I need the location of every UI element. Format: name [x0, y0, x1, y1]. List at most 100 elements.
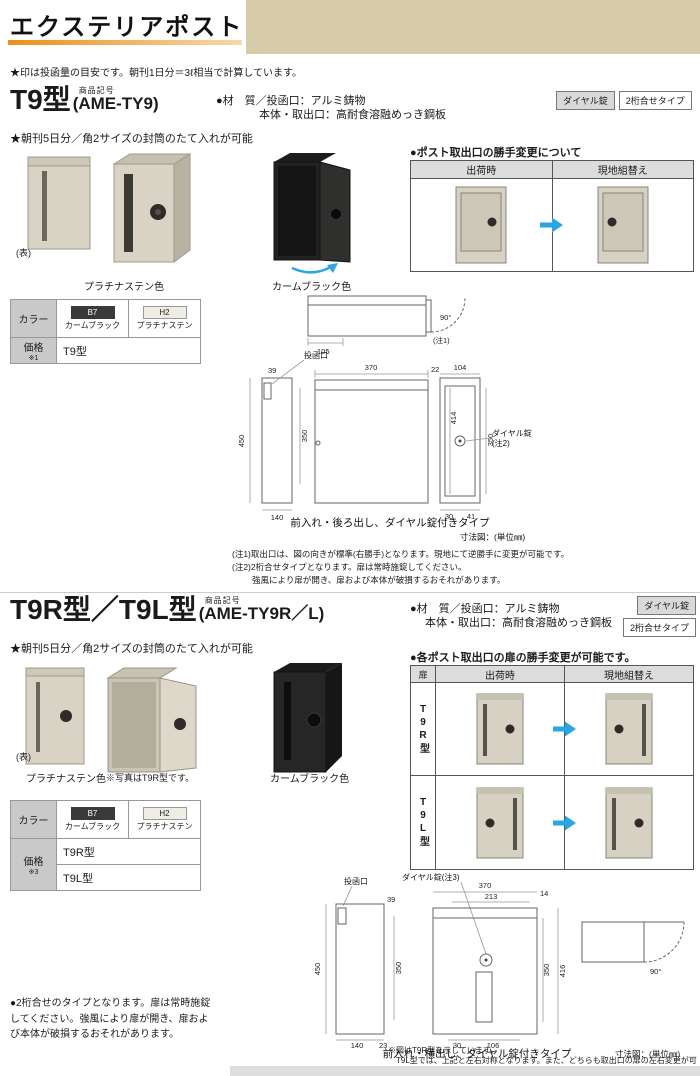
- t9rl-feature-note: ★朝刊5日分／角2サイズの封筒のたて入れが可能: [10, 643, 253, 655]
- t9rl-front-view: ダイヤル錠(注3) 370 213 14 350 416 30 106: [402, 872, 567, 1050]
- t9rl-material-line2: 本体・取出口：高耐食溶融めっき鋼板: [425, 617, 612, 629]
- t9-handing-title: ●ポスト取出口の勝手変更について: [410, 147, 582, 159]
- t9-price-label: 価格: [23, 343, 44, 354]
- t9-dim-104: 104: [454, 363, 467, 372]
- t9-color-label-platinum: プラチナステン色: [84, 282, 164, 293]
- t9rl-color-name-b7: カームブラック: [64, 822, 121, 831]
- t9-color-label-black: カームブラック色: [272, 282, 352, 293]
- t9rl-dim-416: 416: [558, 965, 567, 978]
- t9rl-handing-row-t9r: T9R型: [411, 683, 693, 776]
- swap-arrow-icon: [553, 721, 576, 737]
- door-swing-arrow-icon: [291, 263, 338, 274]
- t9rl-price-header: 価格 ※3: [10, 838, 57, 891]
- t9-handing-img-onsite: [551, 179, 694, 271]
- t9-dim-90deg: 90°: [440, 313, 451, 322]
- t9-title: T9型: [10, 84, 71, 115]
- t9rl-tags: ダイヤル錠 2桁合せタイプ: [616, 596, 696, 637]
- t9-note1-ref: (注1): [433, 335, 450, 345]
- t9rl-dim-140: 140: [351, 1041, 364, 1050]
- t9rl-footnote-1: ※図はT9R型を示しています。: [388, 1046, 499, 1055]
- section-divider: [0, 592, 700, 593]
- t9-note-1: (注1)取出口は、図の向きが標準(右勝手)となります。現地にて逆勝手に変更が可能…: [232, 549, 570, 559]
- t9-dim-30: 30: [445, 512, 453, 521]
- t9rl-color-price-table: カラー B7 カームブラック H2 プラチナステン 価格 ※3 T9R型 T9L…: [10, 800, 201, 891]
- t9-dim-41: 41: [467, 512, 475, 521]
- t9rl-handing-col-onsite: 現地組替え: [564, 666, 693, 682]
- t9-color-chip-h2: H2: [142, 306, 187, 319]
- t9rl-color-chip-h2: H2: [142, 807, 187, 820]
- t9rl-material-line1: ●材 質／投函口：アルミ鋳物: [410, 603, 560, 615]
- t9rl-handing-door-header: 扉: [411, 666, 435, 682]
- t9rl-swing-view: 90°: [581, 921, 685, 976]
- t9-color-chip-b7: B7: [70, 306, 115, 319]
- t9-price-header: 価格 ※1: [10, 337, 57, 364]
- t9rl-handing-title: ●各ポスト取出口の扉の勝手変更が可能です。: [410, 652, 636, 664]
- t9rl-dim-14: 14: [540, 889, 548, 898]
- t9rl-price-model-t9r: T9R型: [56, 838, 201, 865]
- t9-tags: ダイヤル錠 2桁合せタイプ: [556, 91, 692, 110]
- t9-handing-body: [411, 179, 693, 271]
- t9-drawing-caption: 前入れ・後ろ出し、ダイヤル錠付きタイプ: [290, 516, 490, 529]
- t9-color-price-table: カラー B7 カームブラック H2 プラチナステン 価格 ※1 T9型: [10, 299, 201, 364]
- t9r-shipped-image: [435, 683, 564, 775]
- t9rl-photo-angle-black: [273, 663, 342, 773]
- t9rl-dim-370: 370: [479, 881, 492, 890]
- t9rl-color-label-platinum: プラチナステン色: [26, 774, 106, 785]
- t9rl-code: (AME-TY9R／L): [198, 604, 325, 624]
- t9rl-photo-note: ※写真はT9R型です。: [106, 773, 195, 783]
- t9rl-dim-450: 450: [313, 963, 322, 976]
- t9rl-model-code-label: 商品記号: [204, 595, 241, 605]
- t9rl-color-label-black: カームブラック色: [270, 774, 350, 785]
- t9-photo-angle-platinum: [112, 153, 192, 263]
- t9-photo-front-platinum: [27, 156, 91, 250]
- t9-dim-350-back: 350: [486, 434, 495, 447]
- t9rl-color-chip-b7: B7: [70, 807, 115, 820]
- t9-front-view: 370 22: [314, 363, 439, 504]
- t9rl-section-header: T9R型／T9L型 商品記号 (AME-TY9R／L): [10, 596, 324, 624]
- t9-back-view: 104 414 350 30 41 ダイヤル錠 (注2): [439, 363, 532, 521]
- t9-code-wrap: 商品記号 (AME-TY9): [72, 86, 159, 114]
- t9-material-line2: 本体・取出口：高耐食溶融めっき鋼板: [259, 109, 446, 121]
- t9l-onsite-image: [564, 776, 693, 869]
- t9rl-color-cell-h2: H2 プラチナステン: [128, 800, 201, 839]
- t9rl-color-name-h2: プラチナステン: [136, 822, 193, 831]
- t9-dim-370: 370: [365, 363, 378, 372]
- t9rl-dim-39: 39: [387, 895, 395, 904]
- t9rl-title: T9R型／T9L型: [10, 594, 197, 625]
- t9-front-view-label: (表): [16, 248, 31, 258]
- t9-dim-450: 450: [237, 435, 246, 448]
- t9-side-view: 39 投函口 450 350 140: [237, 350, 328, 522]
- t9rl-tag-two-digit: 2桁合せタイプ: [622, 618, 696, 637]
- t9rl-price-model-t9l: T9L型: [56, 864, 201, 891]
- t9-section-header: T9型 商品記号 (AME-TY9): [10, 86, 159, 114]
- t9l-row-label-cell: T9L型: [411, 776, 435, 869]
- bottom-edge-band: [230, 1066, 700, 1076]
- t9-dimension-drawing: 105 90° (注1) 39 投函口 450 350 140 370 22: [237, 295, 532, 542]
- t9-dim-105: 105: [317, 347, 330, 356]
- page-title: エクステリアポスト: [10, 14, 244, 41]
- t9-notes: (注1)取出口は、図の向きが標準(右勝手)となります。現地にて逆勝手に変更が可能…: [232, 548, 569, 586]
- t9rl-dim-23: 23: [379, 1041, 387, 1050]
- t9-handing-header: 出荷時 現地組替え: [411, 161, 693, 179]
- t9-handing-img-shipped: [411, 179, 552, 271]
- t9-dim-22: 22: [431, 365, 439, 374]
- t9rl-color-cell-b7: B7 カームブラック: [56, 800, 129, 839]
- t9rl-price-note: ※3: [28, 869, 39, 876]
- title-underline: [8, 40, 242, 45]
- t9r-row-label-cell: T9R型: [411, 683, 435, 775]
- t9-code: (AME-TY9): [72, 94, 159, 114]
- t9-color-cell-b7: B7 カームブラック: [56, 299, 129, 338]
- t9-color-name-h2: プラチナステン: [136, 321, 193, 330]
- t9rl-drawing-unit: 寸法図：(単位㎜): [615, 1049, 680, 1059]
- t9-price-note: ※1: [28, 355, 39, 362]
- t9r-onsite-image: [564, 683, 693, 775]
- swap-arrow-icon: [540, 217, 563, 233]
- t9rl-photo-open-platinum: [106, 667, 197, 773]
- t9-color-cell-h2: H2 プラチナステン: [128, 299, 201, 338]
- t9-note-2: (注2)2桁合せタイプとなります。扉は常時施錠してください。: [232, 561, 467, 572]
- t9rl-handing-col-shipped: 出荷時: [435, 666, 564, 682]
- t9-dim-39: 39: [268, 366, 276, 375]
- t9-tag-two-digit: 2桁合せタイプ: [618, 91, 692, 110]
- t9-handing-box: 出荷時 現地組替え: [410, 160, 694, 272]
